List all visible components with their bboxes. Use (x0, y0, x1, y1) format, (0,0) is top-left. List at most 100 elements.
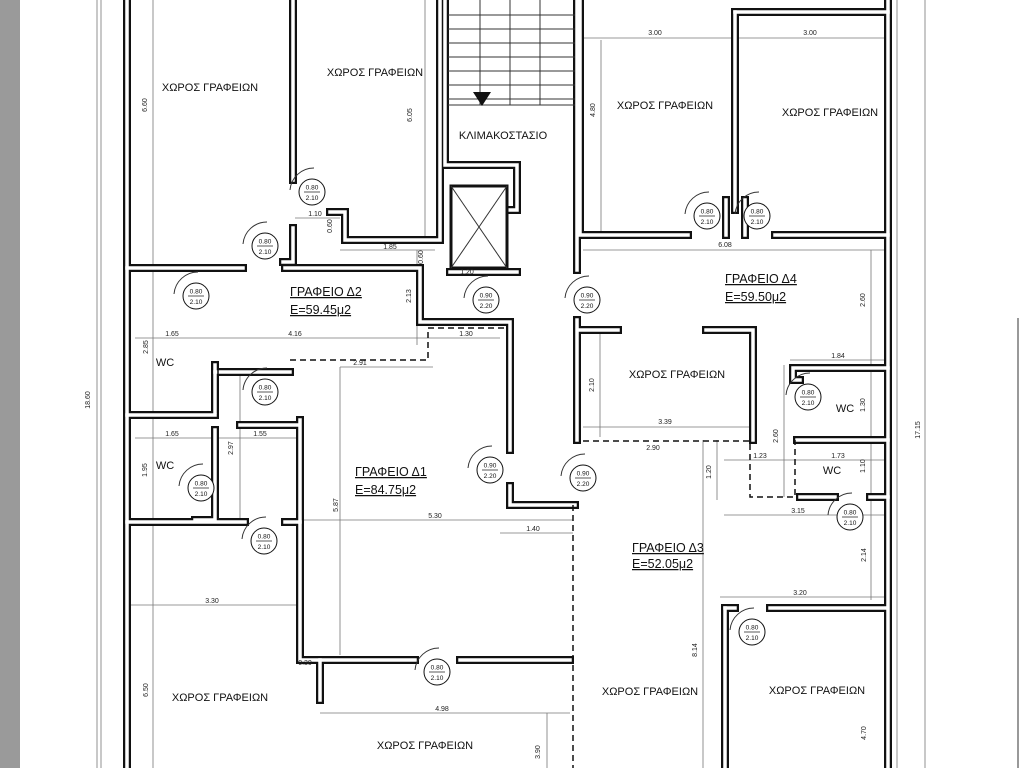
office-space-label: ΧΩΡΟΣ ΓΡΑΦΕΙΩΝ (769, 685, 865, 697)
door-height: 2.20 (484, 473, 497, 480)
door-height: 2.10 (259, 249, 272, 256)
door-width: 0.80 (258, 534, 271, 541)
door-height: 2.10 (259, 395, 272, 402)
door-width: 0.90 (581, 293, 594, 300)
door-swing-arc (467, 445, 493, 469)
door-swing-arc (178, 463, 204, 487)
dimension-label: 2.60 (860, 293, 867, 307)
office-d1-name: ΓΡΑΦΕΙΟ Δ1 (355, 465, 427, 479)
dimension-label: 6.60 (142, 98, 149, 112)
wall-core (508, 484, 577, 507)
left-margin-strip (0, 0, 20, 768)
dimension-label: 6.08 (718, 242, 732, 249)
door-tag: 0.802.10 (242, 367, 279, 406)
wall-core (328, 0, 442, 242)
dimension-label: 1.20 (460, 269, 474, 276)
dimension-label: 5.87 (333, 498, 340, 512)
dimension-label: 2.14 (861, 548, 868, 562)
door-swing-arc (242, 367, 268, 391)
dashed-partition-walls (135, 327, 796, 768)
dimension-label: 3.15 (791, 508, 805, 515)
dimension-label: 18.60 (85, 391, 92, 409)
wall (506, 482, 579, 509)
door-tag: 0.802.10 (414, 647, 451, 686)
door-tag: 0.802.10 (173, 271, 210, 310)
wall-core (704, 328, 755, 442)
door-swing-arc (289, 167, 315, 191)
wall (702, 326, 757, 444)
dimension-label: 3.30 (205, 598, 219, 605)
dimension-label: 6.50 (143, 683, 150, 697)
wall-core (578, 0, 690, 237)
door-tag: 0.80 2.10 (241, 516, 278, 555)
door-width: 0.90 (577, 471, 590, 478)
wall-core (283, 266, 512, 452)
wc-label: WC (823, 465, 841, 477)
door-height: 2.10 (751, 219, 764, 226)
dimension-label: 0.60 (327, 219, 334, 233)
office-space-label: ΧΩΡΟΣ ΓΡΑΦΕΙΩΝ (162, 82, 258, 94)
door-height: 2.10 (746, 635, 759, 642)
dimension-label: 3.20 (793, 590, 807, 597)
dimension-label: 1.23 (753, 453, 767, 460)
door-swing-arc (684, 191, 710, 215)
dimension-lines (96, 0, 1019, 768)
door-height: 2.10 (306, 195, 319, 202)
door-width: 0.80 (802, 390, 815, 397)
door-tag: 0.802.10 (734, 191, 771, 230)
door-height: 2.10 (431, 675, 444, 682)
dimension-label: 5.30 (428, 513, 442, 520)
door-width: 0.80 (190, 289, 203, 296)
wall-core (281, 226, 295, 264)
office-space-label: ΧΩΡΟΣ ΓΡΑΦΕΙΩΝ (602, 686, 698, 698)
dimension-label: 3.90 (535, 745, 542, 759)
dimension-label: 6.05 (407, 108, 414, 122)
door-swing-arc (734, 191, 760, 215)
door-tag: 0.902.20 (564, 275, 601, 314)
dimension-label: 1.20 (706, 465, 713, 479)
office-d4-area: E=59.50μ2 (725, 290, 786, 304)
door-height: 2.20 (577, 481, 590, 488)
door-swing-arc (560, 453, 586, 477)
door-tag: 0.802.10 (178, 463, 215, 502)
dimension-label: 8.14 (692, 643, 699, 657)
office-d2-name: ΓΡΑΦΕΙΟ Δ2 (290, 285, 362, 299)
dimension-label: 0.60 (418, 250, 425, 264)
dimension-label: 1.65 (165, 331, 179, 338)
wall (281, 518, 324, 704)
door-tag: 0.802.10 (684, 191, 721, 230)
doors: 0.80 2.10 0.80 2.10 0.80 2.10 0.80 2.10 0.80 2.10… (173, 167, 864, 686)
door-height: 2.10 (195, 491, 208, 498)
dimension-label: 1.10 (860, 459, 867, 473)
door-swing-arc (414, 647, 440, 671)
door-height: 2.10 (258, 544, 271, 551)
wall (789, 364, 892, 384)
door-width: 0.80 (844, 510, 857, 517)
office-d3-area: E=52.05μ2 (632, 557, 693, 571)
office-labels: ΓΡΑΦΕΙΟ Δ2 E=59.45μ2 ΓΡΑΦΕΙΟ Δ1 E=84.75μ… (290, 272, 797, 571)
wall-core (283, 520, 322, 702)
door-tag: 0.90 2.20 (560, 453, 597, 492)
door-tag: 0.902.20 (463, 275, 500, 314)
door-width: 0.90 (480, 293, 493, 300)
stairwell-label: ΚΛΙΜΑΚΟΣΤΑΣΙΟ (459, 130, 548, 142)
office-d4-name: ΓΡΑΦΕΙΟ Δ4 (725, 272, 797, 286)
office-d3-name: ΓΡΑΦΕΙΟ Δ3 (632, 541, 704, 555)
door-tag: 0.80 2.10 (242, 221, 279, 260)
door-width: 0.80 (746, 625, 759, 632)
dimension-label: 2.10 (589, 378, 596, 392)
wall-core (443, 0, 519, 212)
door-height: 2.10 (844, 520, 857, 527)
door-swing-arc (785, 372, 811, 396)
dimension-label: 0.30 (298, 660, 312, 667)
dimension-label: 17.15 (915, 421, 922, 439)
dimension-label: 4.16 (288, 331, 302, 338)
door-width: 0.80 (259, 239, 272, 246)
door-height: 2.10 (701, 219, 714, 226)
dimension-label: 3.00 (648, 30, 662, 37)
dimension-label: 2.97 (228, 441, 235, 455)
wc-label: WC (156, 460, 174, 472)
door-width: 0.80 (306, 185, 319, 192)
